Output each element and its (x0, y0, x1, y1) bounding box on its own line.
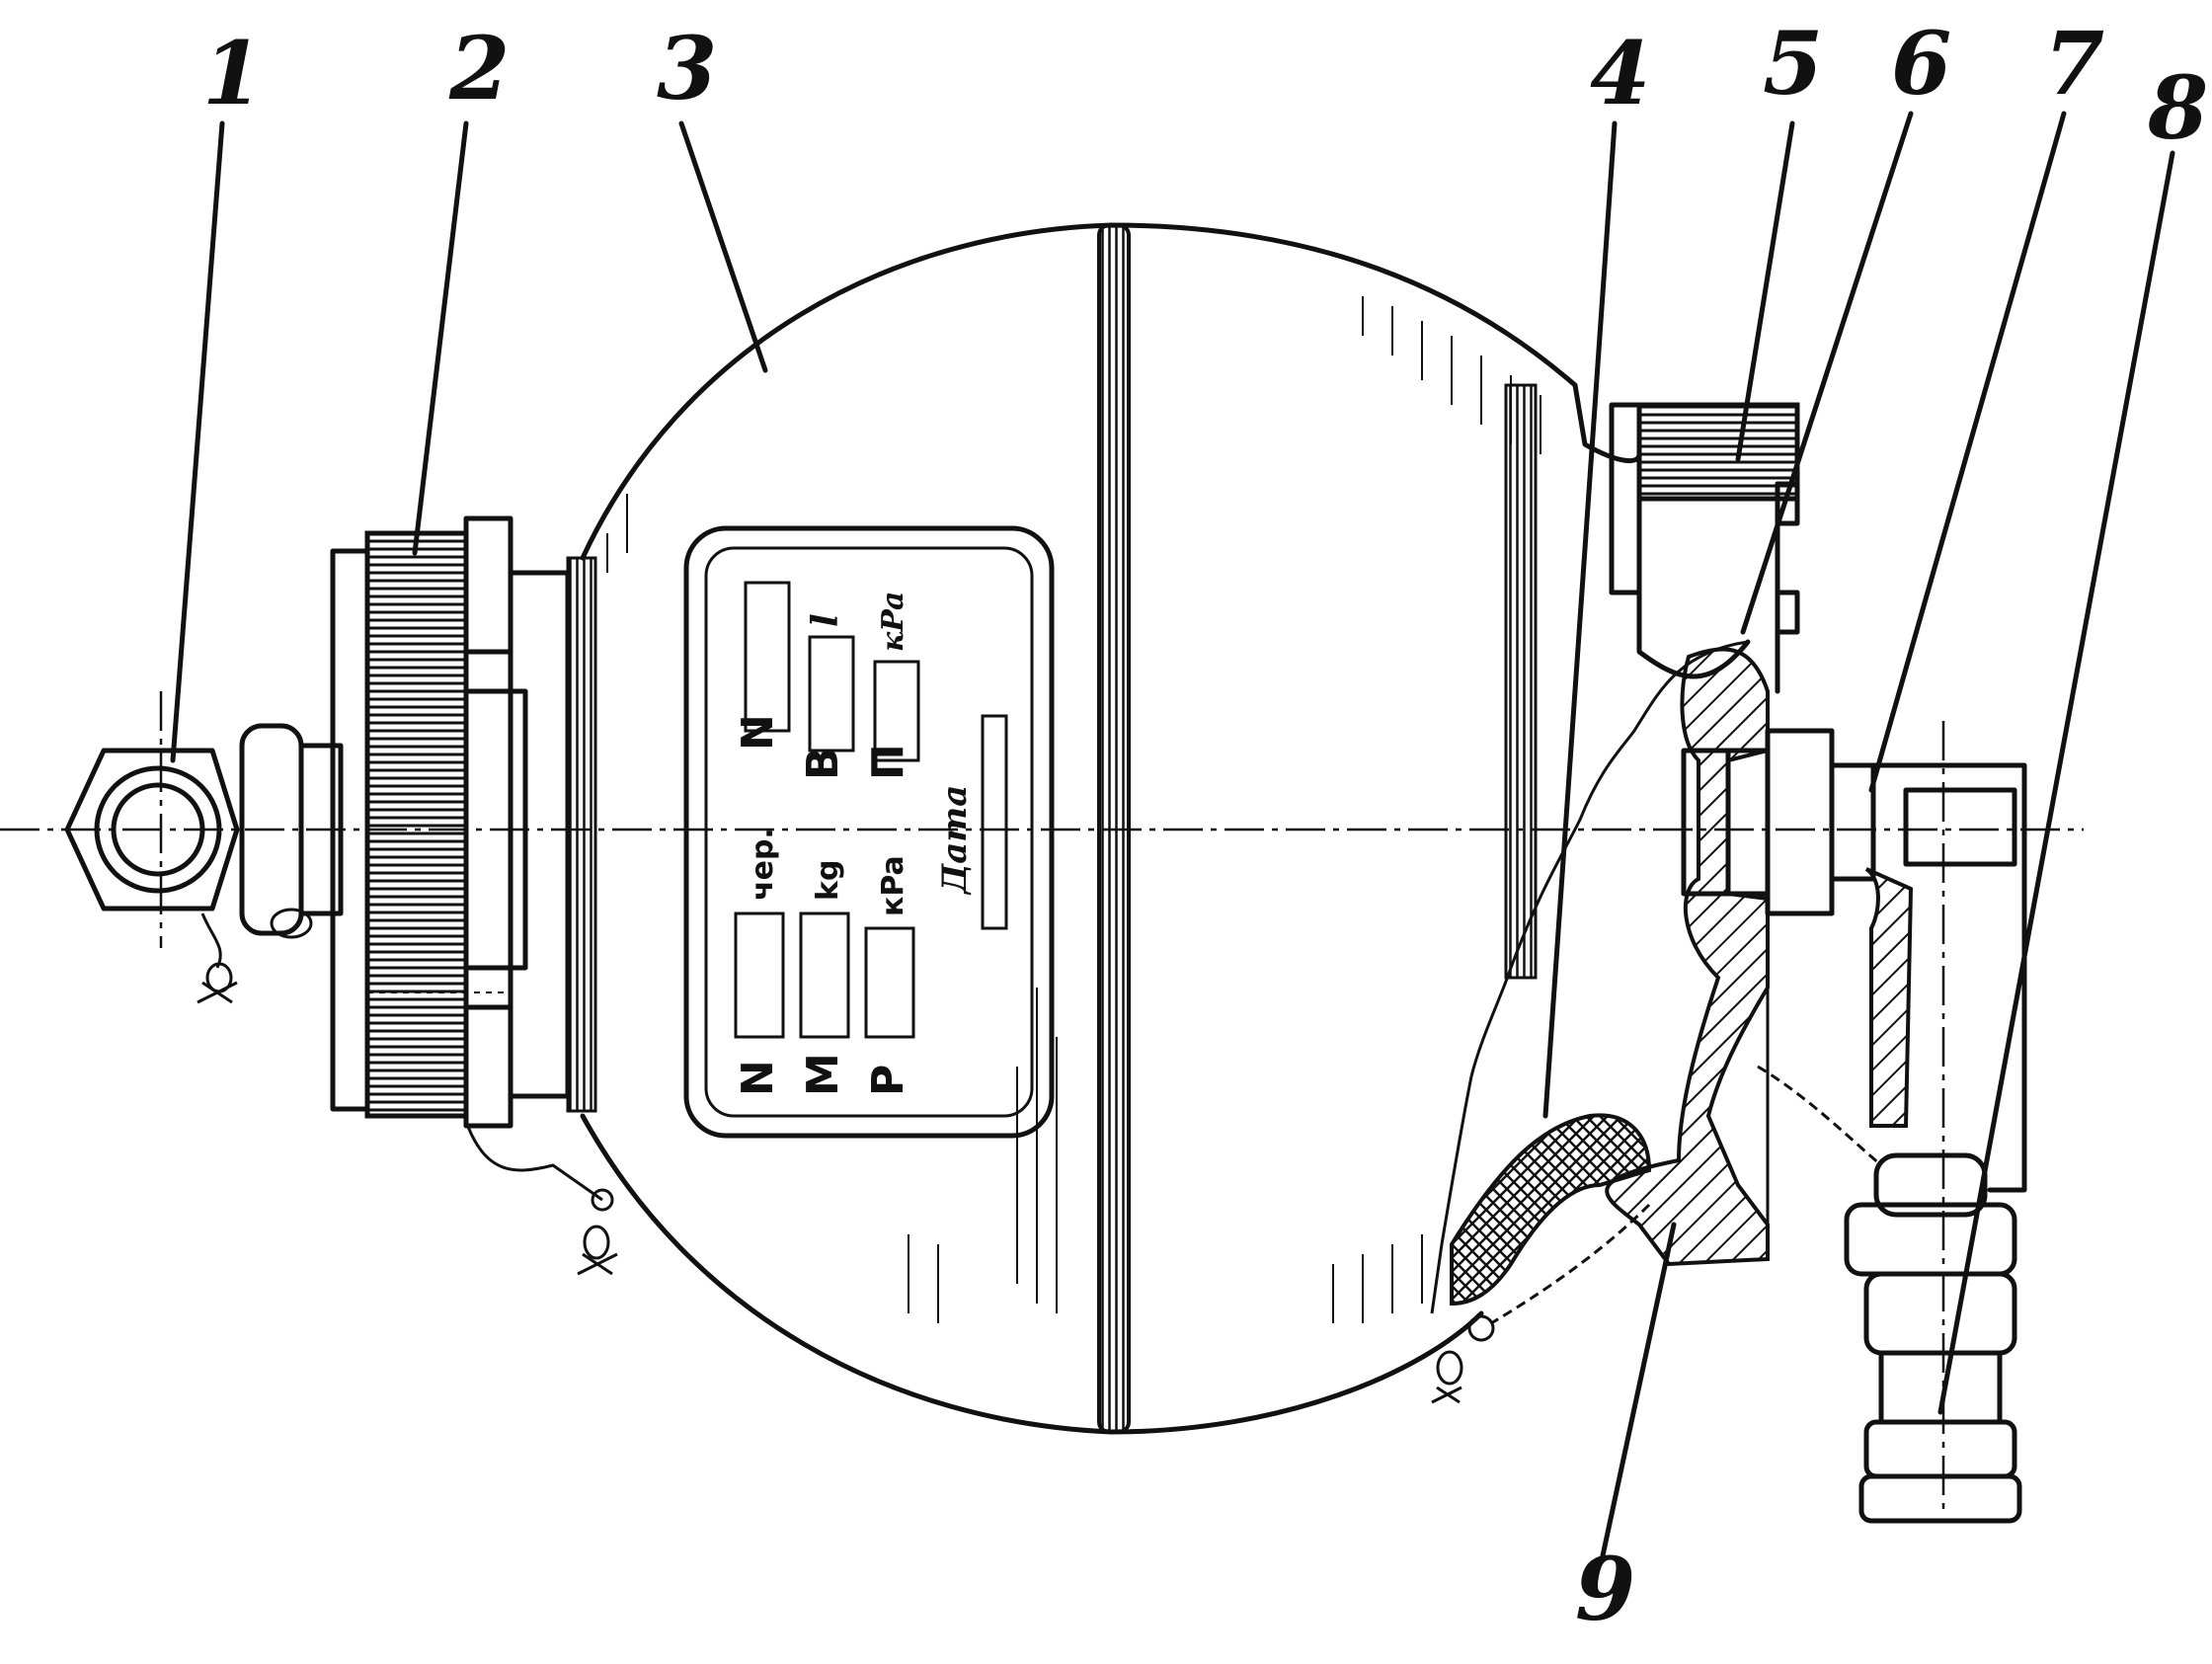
callout-6: 6 (1891, 12, 1951, 115)
plate-unit-kpa-2: кPa (876, 592, 910, 653)
plate-unit-l: l (805, 613, 846, 627)
plate-label-m: M (798, 1053, 848, 1096)
left-fitting (64, 723, 344, 1004)
plate-unit-kpa-1: кPa (876, 855, 910, 916)
callout-1: 1 (202, 22, 263, 124)
callout-2: 2 (448, 17, 510, 119)
leader-lines (170, 111, 2175, 1563)
plate-unit-kg: kg (811, 860, 845, 901)
callout-5: 5 (1763, 12, 1823, 115)
callout-9: 9 (1575, 1538, 1635, 1640)
left-neck-band (566, 556, 597, 1113)
callout-8: 8 (2147, 56, 2208, 159)
callout-4: 4 (1590, 22, 1650, 124)
callout-7: 7 (2044, 12, 2104, 115)
plate-label-pe: П (863, 744, 913, 780)
valve-housing-hatched (1605, 647, 1770, 1267)
sphere-body (566, 222, 1578, 1435)
right-neck-band (1504, 383, 1538, 980)
plate-label-b: B (798, 747, 848, 780)
weld-band (1097, 223, 1131, 1434)
cutaway-section (1430, 382, 2027, 1524)
plate-label-n: N (733, 1060, 783, 1096)
callout-3: 3 (657, 17, 717, 119)
plate-date-label: Дата (935, 785, 975, 896)
plate-label-n2: N (733, 714, 783, 751)
nameplate (683, 525, 1055, 1139)
plate-unit-cher: чер. (746, 828, 780, 901)
plate-text-group: N M P чер. kg кPa N B П l кPa Дата (733, 581, 1008, 1096)
plate-label-p: P (863, 1065, 913, 1096)
